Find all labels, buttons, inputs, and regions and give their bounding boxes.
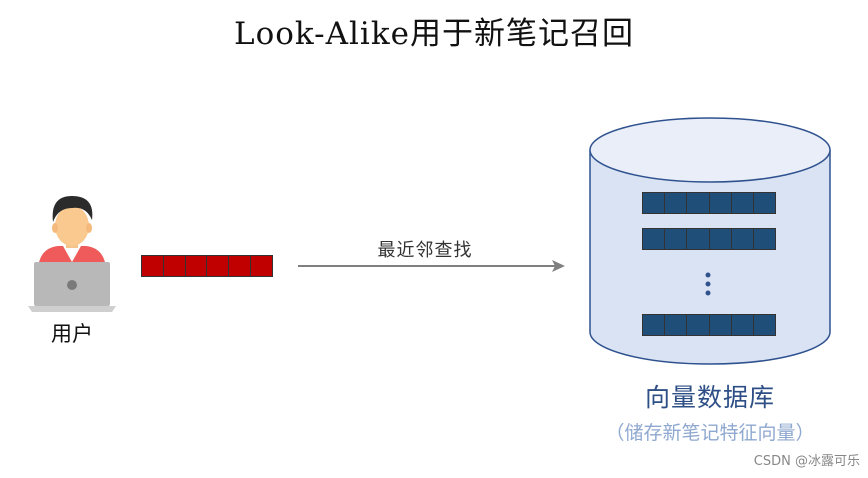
person-with-laptop-icon <box>28 196 116 312</box>
db-vector <box>642 192 776 214</box>
db-vector <box>642 228 776 250</box>
database-label: 向量数据库 <box>644 383 775 412</box>
nearest-neighbor-arrow <box>298 260 565 272</box>
database-sublabel: （储存新笔记特征向量） <box>605 422 815 444</box>
page-title: Look-Alike用于新笔记召回 <box>234 16 634 52</box>
db-vector <box>642 314 776 336</box>
user-label: 用户 <box>51 322 93 346</box>
query-vector <box>141 255 273 277</box>
edge-label: 最近邻查找 <box>377 240 473 261</box>
watermark: CSDN @冰露可乐 <box>753 454 860 469</box>
vertical-ellipsis-icon <box>705 272 711 296</box>
